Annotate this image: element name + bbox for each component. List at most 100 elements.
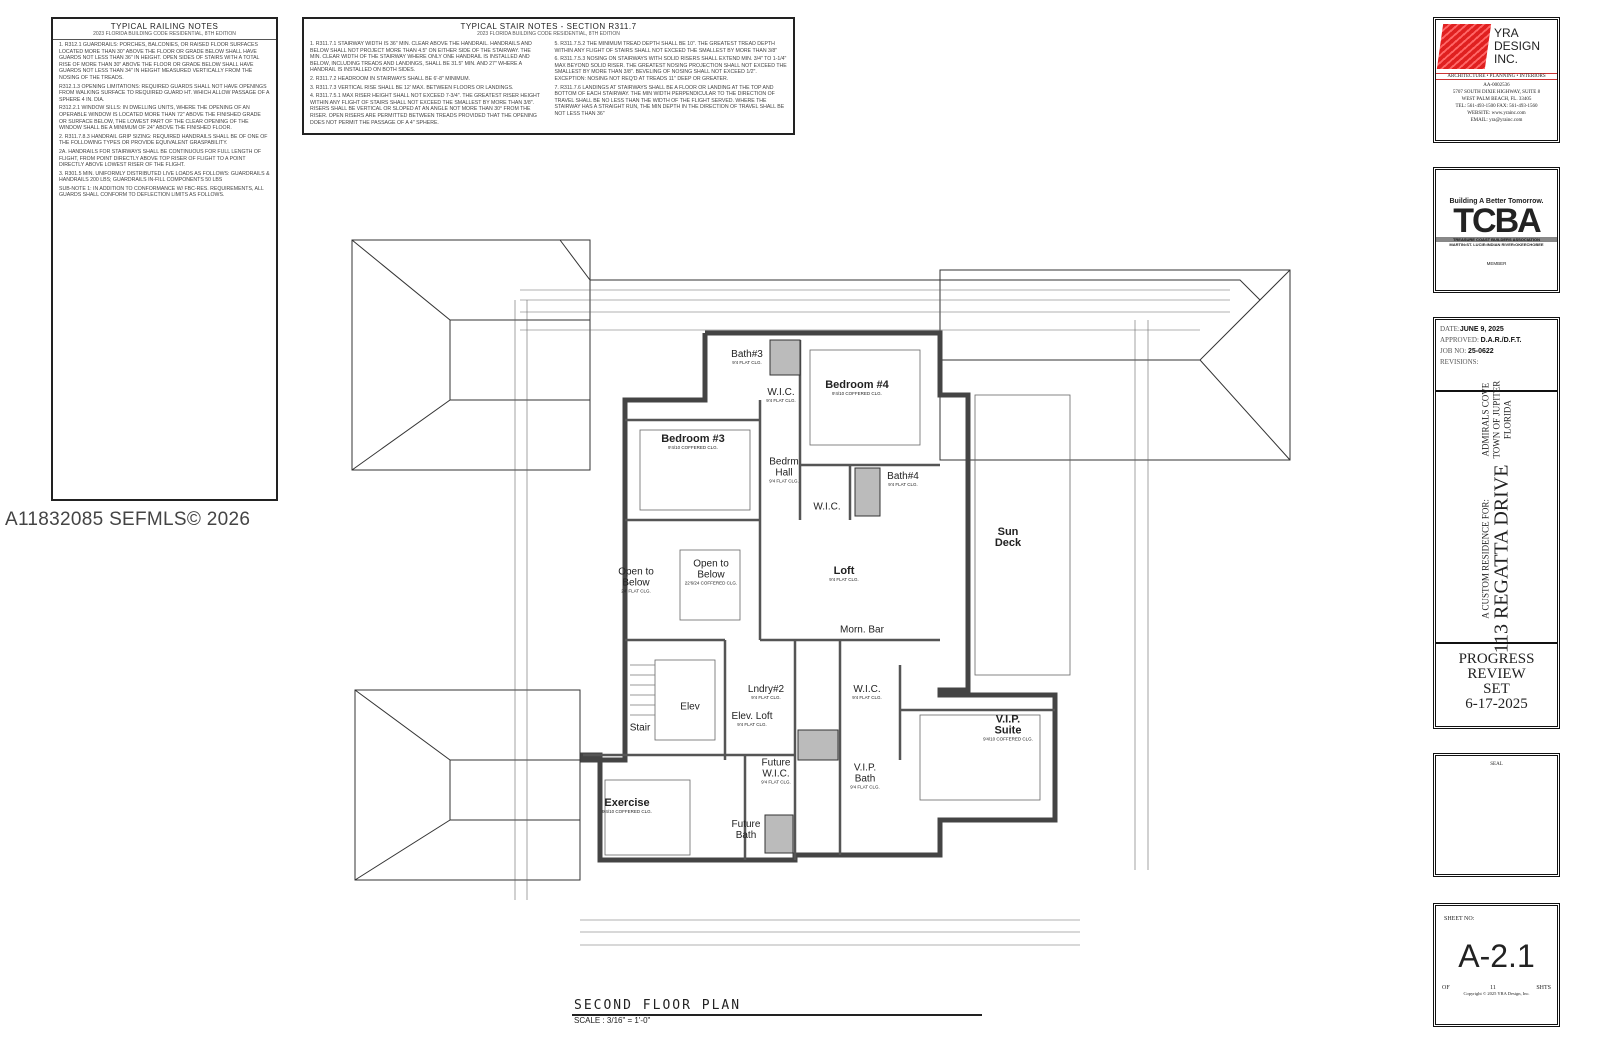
note-item: R312.1.3 OPENING LIMITATIONS: REQUIRED G… bbox=[59, 83, 270, 103]
room-label: W.I.C.9'4 FLAT CLG. bbox=[766, 387, 795, 403]
note-item: 2. R311.7.2 HEADROOM IN STAIRWAYS SHALL … bbox=[310, 75, 471, 82]
room-name: W.I.C. bbox=[853, 684, 881, 695]
project-prefix: A CUSTOM RESIDENCE FOR: bbox=[1480, 499, 1490, 619]
room-label: Future Bath bbox=[732, 819, 761, 841]
firm-address-1: 5707 SOUTH DIXIE HIGHWAY, SUITE 8 bbox=[1452, 90, 1541, 95]
sheet-of-label: OF bbox=[1442, 985, 1450, 991]
stair-notes: TYPICAL STAIR NOTES - SECTION R311.7 202… bbox=[302, 17, 795, 135]
status-stamp: PROGRESS REVIEW SET 6-17-2025 bbox=[1436, 644, 1557, 712]
yra-logo bbox=[1436, 24, 1492, 69]
project-name: 113 REGATTA DRIVE bbox=[1490, 464, 1512, 654]
sheet-total: 11 bbox=[1490, 985, 1496, 991]
chase bbox=[854, 467, 881, 517]
watermark: A11832085 SEFMLS© 2026 bbox=[5, 509, 251, 530]
roof-left-top bbox=[351, 239, 591, 471]
room-name: W.I.C. bbox=[767, 387, 795, 398]
seal-block: SEAL bbox=[1433, 753, 1560, 877]
approved-row: APPROVED: D.A.R./D.F.T. bbox=[1440, 336, 1522, 344]
tcba-member: MEMBER bbox=[1486, 261, 1507, 266]
room-name: Bath#4 bbox=[887, 471, 919, 482]
note-item: 1. R311.7.1 STAIRWAY WIDTH IS 36" MIN. C… bbox=[310, 41, 532, 74]
ceiling-note: 9'4 FLAT CLG. bbox=[888, 482, 918, 487]
firm-tagline: ARCHITECTURE • PLANNING • INTERIORS bbox=[1436, 73, 1557, 80]
ceiling-note: 9'4 FLAT CLG. bbox=[769, 478, 799, 484]
plan-title: SECOND FLOOR PLAN bbox=[574, 998, 742, 1013]
tcba-block: Building A Better Tomorrow. TCBA TREASUR… bbox=[1433, 167, 1560, 293]
job-row: JOB NO: 25-0622 bbox=[1440, 347, 1494, 355]
ceiling-note: 9'4/10 COFFERED CLG. bbox=[983, 736, 1033, 742]
room-name: Bath#3 bbox=[731, 349, 763, 360]
stair-notes-title: TYPICAL STAIR NOTES - SECTION R311.7 bbox=[460, 22, 637, 31]
sheet-number-block: SHEET NO: A-2.1 OF 11 SHTS Copyright © 2… bbox=[1433, 903, 1560, 1027]
room-name: W.I.C. bbox=[813, 501, 841, 513]
ceiling-note: 9'4/10 COFFERED CLG. bbox=[668, 445, 718, 450]
room-name: Exercise bbox=[604, 797, 650, 809]
project-info-block: DATE:JUNE 9, 2025 APPROVED: D.A.R./D.F.T… bbox=[1433, 317, 1560, 729]
room-name: V.I.P. Suite bbox=[994, 713, 1022, 737]
sheets-label: SHTS bbox=[1536, 985, 1551, 991]
copyright: Copyright © 2025 YRA Design, Inc. bbox=[1463, 991, 1530, 996]
ceiling-note: 9'4 FLAT CLG. bbox=[751, 695, 781, 700]
room-name: Bedroom #3 bbox=[661, 433, 725, 445]
tcba-logo: TCBA bbox=[1453, 202, 1541, 240]
tcba-slogan: Building A Better Tomorrow. bbox=[1449, 198, 1544, 205]
plan-title-underline bbox=[572, 1014, 982, 1016]
chase bbox=[797, 729, 839, 761]
stair-notes-subtitle: 2023 FLORIDA BUILDING CODE RESIDENTIAL, … bbox=[477, 31, 620, 37]
status-line-1: PROGRESS bbox=[1458, 651, 1535, 667]
note-item: 2. R311.7.8.3 HANDRAIL GRIP SIZING: REQU… bbox=[59, 133, 268, 147]
chase bbox=[764, 814, 794, 854]
room-name: Future Bath bbox=[731, 819, 761, 841]
room-label: Sun Deck bbox=[995, 527, 1021, 549]
project-line-2: TOWN OF JUPITER bbox=[1491, 380, 1501, 459]
project-line-1: ADMIRALS COVE bbox=[1480, 382, 1490, 457]
room-name: Open to Below bbox=[693, 558, 729, 581]
firm-address-2: WEST PALM BEACH, FL. 33405 bbox=[1461, 97, 1532, 102]
ceiling-note: 22'6/24 COFFERED CLG. bbox=[684, 580, 738, 586]
project-title: A CUSTOM RESIDENCE FOR: 113 REGATTA DRIV… bbox=[1436, 381, 1557, 653]
exterior-wall bbox=[580, 330, 1058, 863]
note-item: 7. R311.7.6 LANDINGS AT STAIRWAYS SHALL … bbox=[554, 84, 785, 117]
ceiling-note: 9'4/10 COFFERED CLG. bbox=[832, 391, 882, 396]
firm-block: YRA DESIGN INC. ARCHITECTURE • PLANNING … bbox=[1433, 17, 1560, 143]
room-name: V.I.P. Bath bbox=[853, 762, 877, 785]
status-line-2: REVIEW bbox=[1467, 666, 1526, 682]
railing-notes-title: TYPICAL RAILING NOTES bbox=[110, 22, 219, 31]
ceiling-note: 9'4 FLAT CLG. bbox=[737, 722, 767, 727]
note-item: SUB-NOTE 1: IN ADDITION TO CONFORMANCE W… bbox=[59, 185, 264, 199]
ceiling-note: 9'4 FLAT CLG. bbox=[732, 360, 762, 365]
room-name: Sun Deck bbox=[994, 526, 1022, 549]
railing-notes-subtitle: 2023 FLORIDA BUILDING CODE RESIDENTIAL, … bbox=[53, 31, 276, 40]
note-item: R312.2.1 WINDOW SILLS: IN DWELLING UNITS… bbox=[59, 105, 261, 132]
ceiling-note: 9'4 FLAT CLG. bbox=[852, 695, 882, 700]
tcba-name: TREASURE COAST BUILDERS ASSOCIATION bbox=[1436, 237, 1557, 242]
revisions-label: REVISIONS: bbox=[1440, 358, 1479, 366]
note-item: 3. R311.7.3 VERTICAL RISE SHALL BE 12' M… bbox=[310, 84, 514, 91]
firm-license: AA-0002536 bbox=[1483, 83, 1510, 88]
roof-right bbox=[939, 269, 1291, 461]
note-item: 6. R311.7.5.3 NOSING ON STAIRWAYS WITH S… bbox=[554, 56, 787, 82]
floor-plan bbox=[351, 239, 1291, 946]
ceiling-note: 24' FLAT CLG. bbox=[621, 588, 651, 594]
room-name: Stair bbox=[629, 722, 651, 734]
sheet-label: SHEET NO: bbox=[1444, 916, 1475, 922]
tcba-counties: MARTIN•ST. LUCIE•INDIAN RIVER•OKEECHOBEE bbox=[1449, 242, 1544, 247]
ceiling-note: 9'4 FLAT CLG. bbox=[850, 784, 880, 790]
ceiling-note: 9'4 FLAT CLG. bbox=[766, 398, 796, 403]
room-label: W.I.C. bbox=[813, 502, 840, 513]
room-name: Elev. Loft bbox=[731, 711, 773, 722]
firm-email: EMAIL: yra@yrainc.com bbox=[1470, 118, 1523, 123]
plan-scale: SCALE : 3/16" = 1'-0" bbox=[574, 1016, 651, 1025]
seal-label: SEAL bbox=[1490, 762, 1503, 767]
room-name: Loft bbox=[833, 565, 855, 577]
